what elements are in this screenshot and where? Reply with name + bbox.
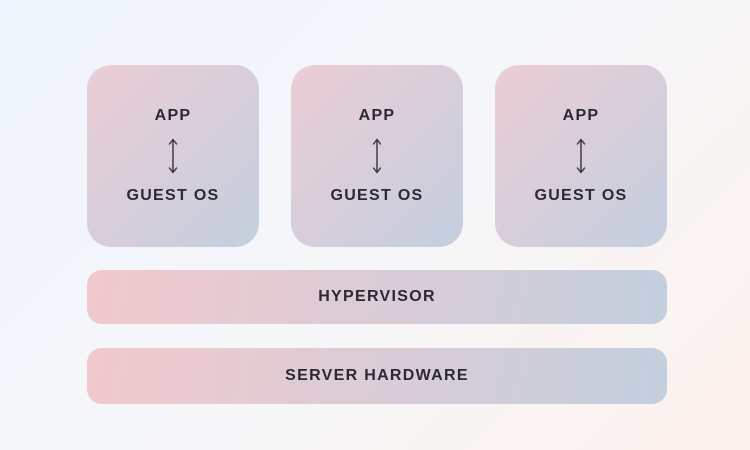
guest-os-label: GUEST OS xyxy=(126,187,220,204)
vm-box: APP GUEST OS xyxy=(495,65,667,247)
server-hardware-label: SERVER HARDWARE xyxy=(285,367,469,384)
vm-box: APP GUEST OS xyxy=(291,65,463,247)
guest-os-label: GUEST OS xyxy=(534,187,628,204)
hypervisor-label: HYPERVISOR xyxy=(318,288,436,305)
guest-os-label: GUEST OS xyxy=(330,187,424,204)
hypervisor-bar: HYPERVISOR xyxy=(87,270,667,324)
bidirectional-arrow-icon xyxy=(575,137,587,175)
bidirectional-arrow-icon xyxy=(167,137,179,175)
app-label: APP xyxy=(154,107,192,124)
app-label: APP xyxy=(562,107,600,124)
server-hardware-bar: SERVER HARDWARE xyxy=(87,348,667,404)
vm-box: APP GUEST OS xyxy=(87,65,259,247)
bidirectional-arrow-icon xyxy=(371,137,383,175)
app-label: APP xyxy=(358,107,396,124)
